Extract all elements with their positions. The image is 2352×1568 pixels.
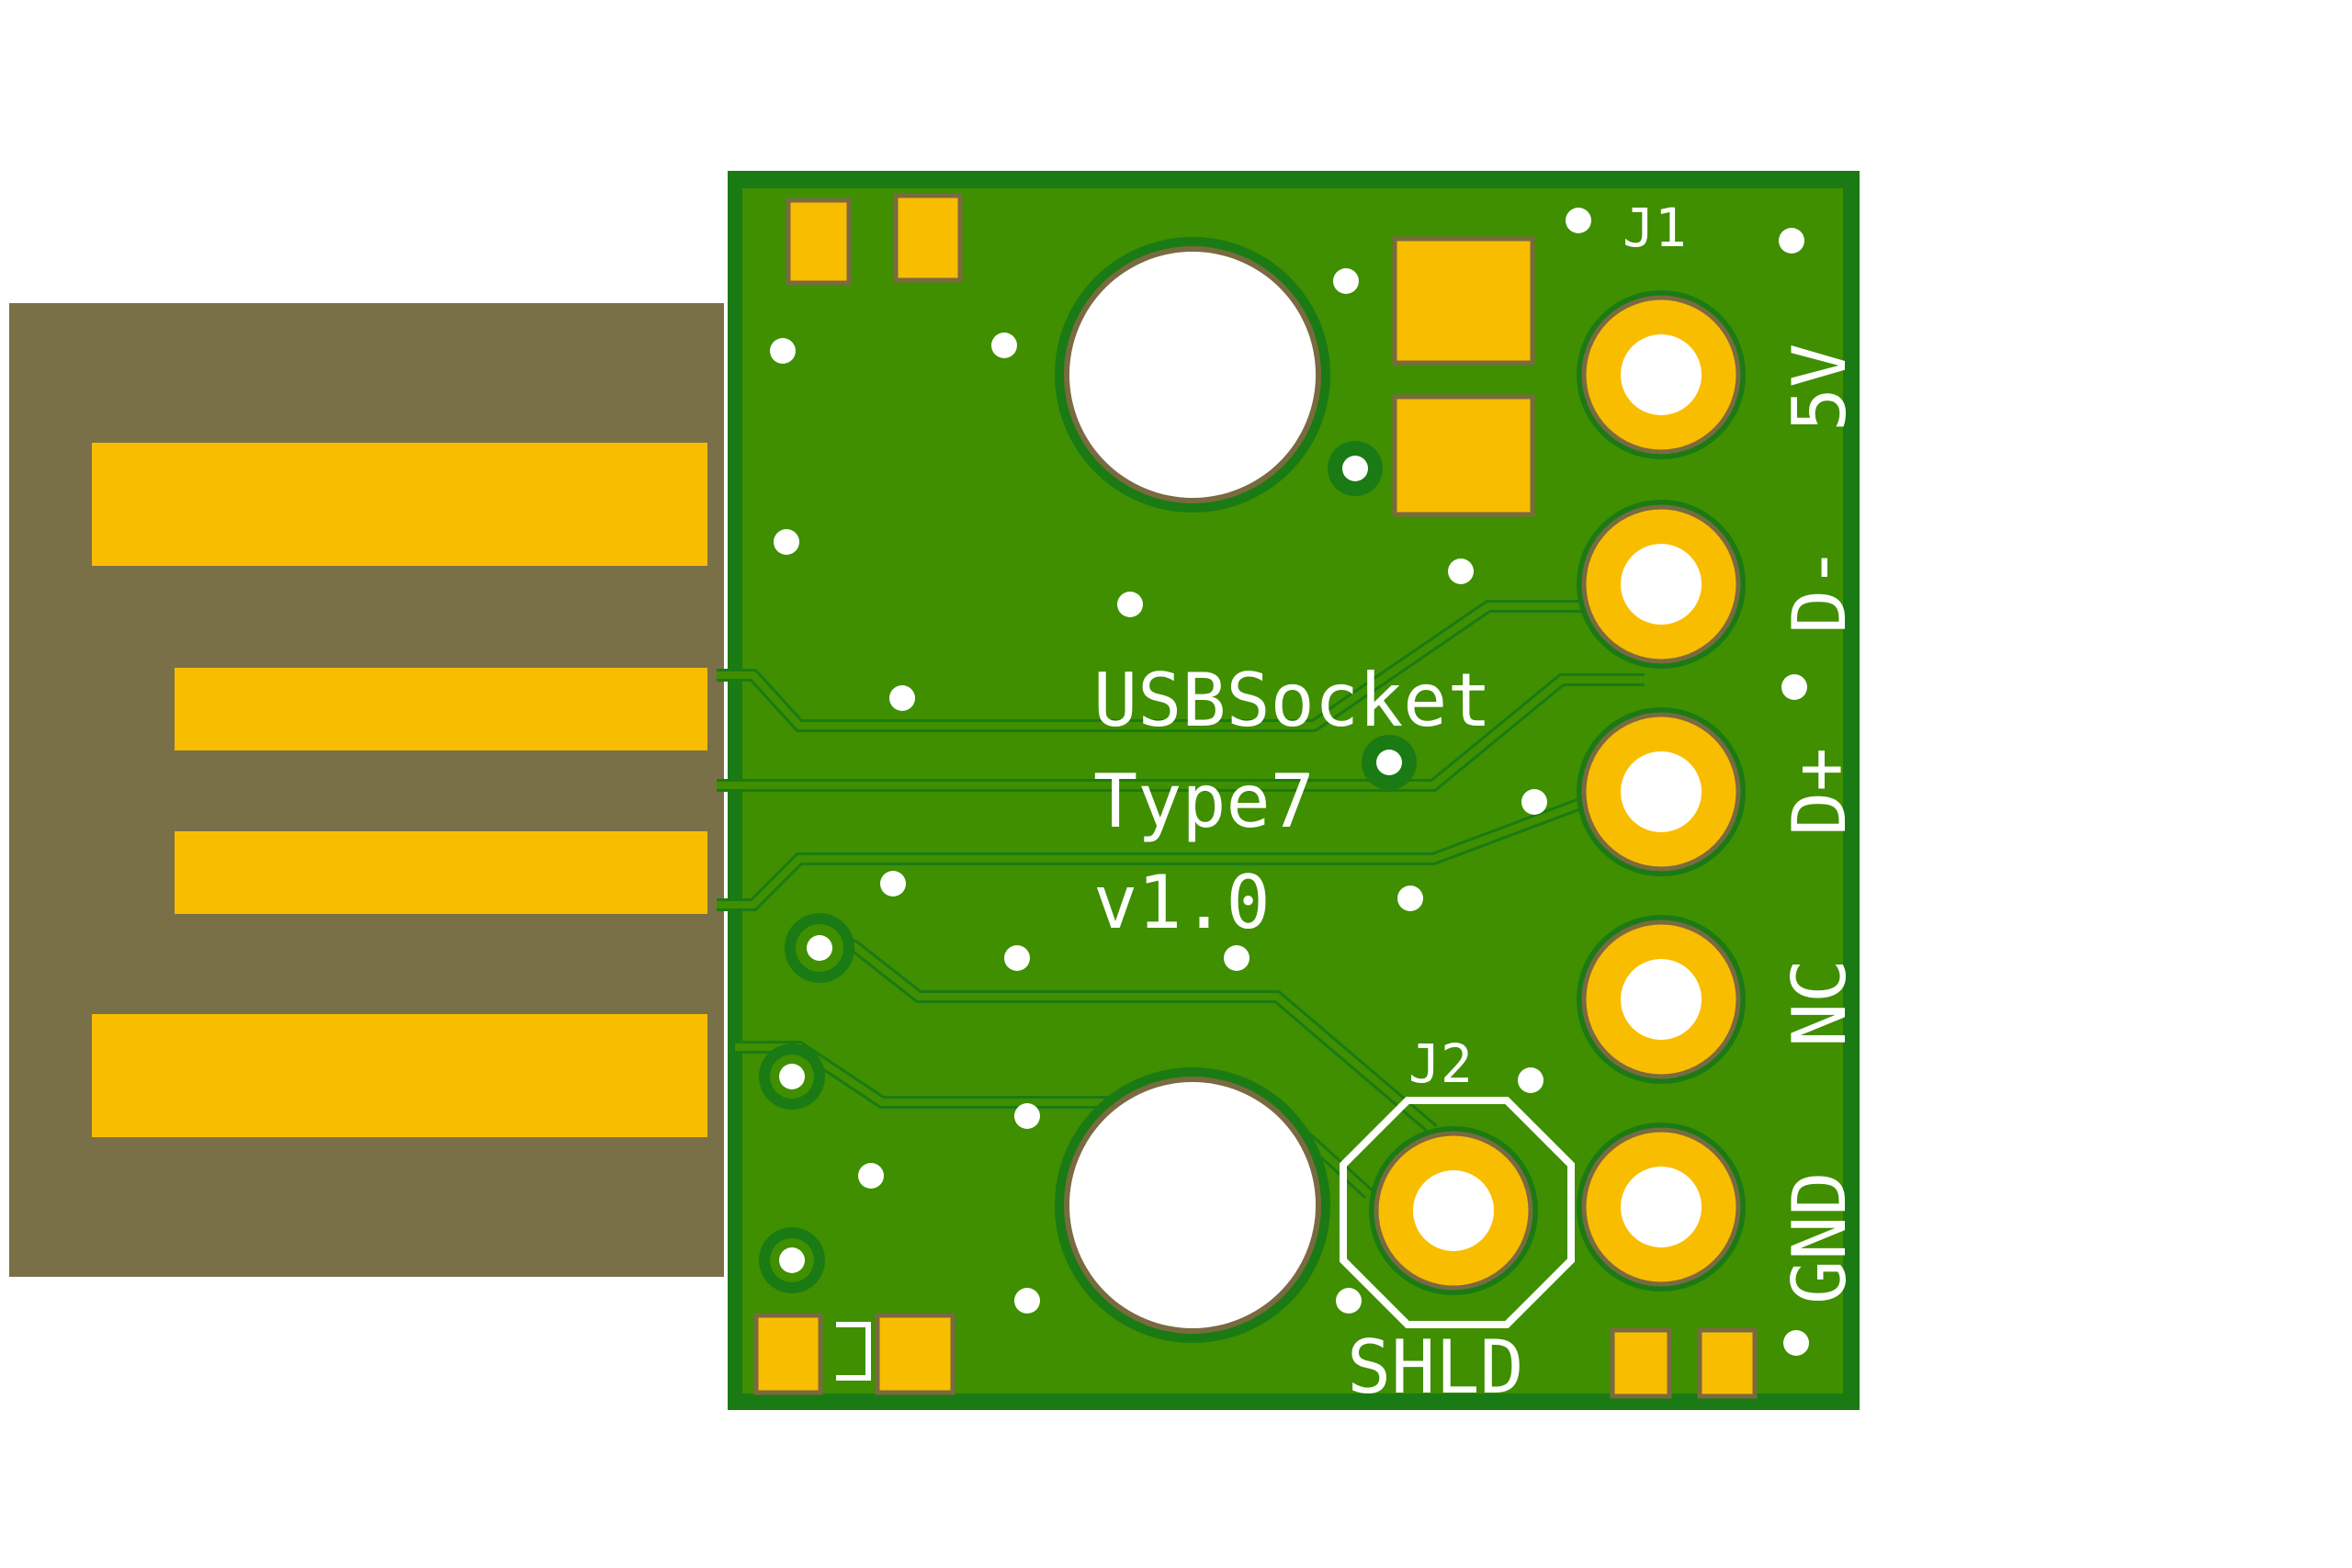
pin-label-gnd: GND xyxy=(1777,1172,1862,1305)
pin-label-dminus: D- xyxy=(1777,546,1862,634)
smd-pad xyxy=(1392,394,1535,517)
smd-pad xyxy=(1610,1327,1672,1399)
board-title-line2: Type7 xyxy=(1093,759,1315,844)
smd-pad xyxy=(875,1313,956,1395)
usb-finger-dminus xyxy=(175,668,707,750)
vias-with-rings xyxy=(759,441,1417,1293)
ref-j1: J1 xyxy=(1623,197,1687,259)
usb-finger-vbus xyxy=(92,443,707,566)
shield-label: SHLD xyxy=(1347,1325,1524,1410)
j2-silkscreen-octagon xyxy=(1340,1097,1575,1328)
mounting-holes xyxy=(1055,237,1330,1343)
j2-shield-pad xyxy=(1340,1097,1575,1328)
ref-j2: J2 xyxy=(1408,1032,1473,1095)
pin-label-5v: 5V xyxy=(1777,344,1862,432)
board-title-line1: USBSocket xyxy=(1093,658,1491,743)
usb-finger-dplus xyxy=(175,831,707,914)
silkscreen-mark xyxy=(836,1322,871,1381)
vias xyxy=(770,208,1809,1356)
smd-pad xyxy=(786,197,852,286)
smd-pad xyxy=(893,193,963,283)
smd-pads xyxy=(753,193,1758,1399)
board-version: v1.0 xyxy=(1093,860,1271,945)
smd-pad xyxy=(1392,236,1535,366)
j1-pin-pads xyxy=(1577,290,1746,1292)
pin-label-dplus: D+ xyxy=(1777,748,1862,836)
smd-pad xyxy=(753,1313,823,1395)
pin-label-nc: NC xyxy=(1777,959,1862,1047)
usb-finger-gnd xyxy=(92,1014,707,1137)
smd-pad xyxy=(1697,1327,1758,1399)
